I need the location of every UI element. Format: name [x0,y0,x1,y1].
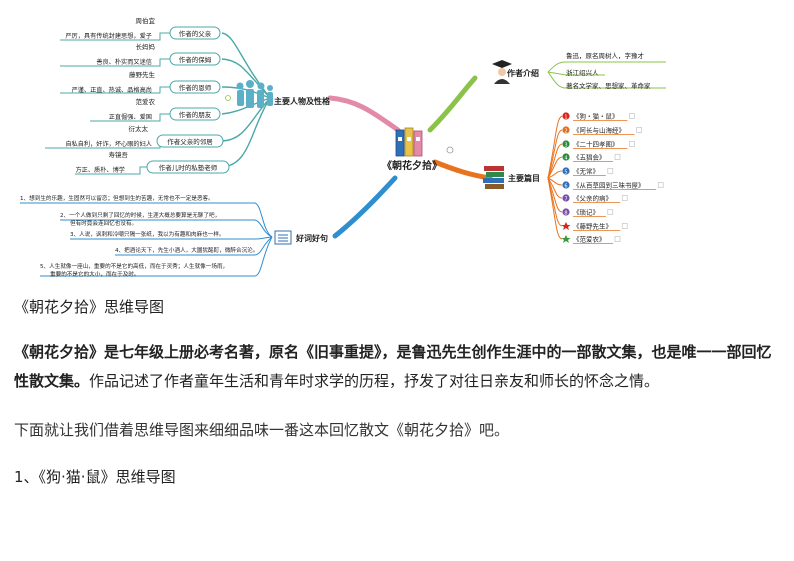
work-title: 《无常》 [573,166,599,175]
character-trait: 自私自利，奸诈，坏心眼的妇人 [65,140,152,148]
list-icon [274,230,292,245]
author-info-item: 著名文学家、思想家、革命家 [566,81,651,90]
number-marker-icon [562,112,570,120]
figure-caption: 《朝花夕拾》思维导图 [14,298,165,316]
character-trait: 严厉，具有传统封建思想，爱子 [65,32,152,40]
work-title: 《二十四孝图》 [573,139,619,148]
character-name: 寿镜吾 [109,150,129,159]
work-title: 《狗・猫・鼠》 [573,111,619,120]
role-box [169,52,221,66]
branch-works: 主要篇目 [508,173,540,183]
marker-number: 7 [564,196,567,202]
character-trait: 严谨、正直、热诚、品格高尚 [72,86,152,94]
work-title: 《父亲的病》 [573,193,612,202]
star-icon [561,235,571,243]
quote-line: 2、一个人做到只剩了回忆的时候，生涯大概总要算是无聊了吧， [60,211,220,219]
graduate-icon [492,60,512,84]
marker-number: 1 [564,114,567,120]
work-title: 《阿长与山海经》 [573,125,625,134]
section-heading: 1、《狗·猫·鼠》思维导图 [14,468,176,486]
number-marker-icon [562,167,570,175]
number-marker-icon [562,181,570,189]
role-box [169,107,221,121]
quote-line: 3、人说，讽刺和冷嘲只隔一张纸，我以为有趣和肉麻也一样。 [70,230,225,238]
books-icon [395,127,423,157]
expand-icon[interactable] [636,127,642,133]
marker-number: 5 [564,169,567,175]
book-stack-icon [483,166,504,189]
quote-line: 4、把酒论天下，先生小酒人，大圜犹酩酊，微醉合沉沦。 [115,246,258,254]
character-trait: 方正、质朴、博学 [76,166,126,174]
mind-map: 《朝花夕拾》 主要人物及性格 作者介绍 主要篇目 好词好句 周伯宜严厉，具有传统… [20,16,666,278]
mindmap-center: 《朝花夕拾》 [382,159,442,172]
character-role: 作者的保姆 [179,55,212,64]
star-icon [561,222,571,230]
work-title: 《藤野先生》 [573,221,612,230]
number-marker-icon [562,208,570,216]
intro-paragraph: 《朝花夕拾》是七年级上册必考名著，原名《旧事重提》，是鲁迅先生创作生涯中的一部散… [14,338,784,396]
branch-quotes: 好词好句 [295,233,328,243]
character-role: 作者的父亲 [179,29,212,38]
people-icon [236,80,273,108]
character-name: 衍太太 [129,124,149,133]
work-title: 《从百草园到三味书屋》 [573,180,645,189]
work-title: 《琐记》 [573,207,599,216]
quote-line-continued: 重要的不是它的大小，而在于及时。 [50,270,140,278]
branch-author: 作者介绍 [507,68,539,78]
intro-normal-text: 作品记述了作者童年生活和青年时求学的历程，抒发了对往日亲友和师长的怀念之情。 [89,372,660,390]
character-trait: 善良、朴实而又迷信 [96,58,152,66]
character-role: 作者父亲的邻居 [167,137,213,146]
expand-icon[interactable] [621,195,628,201]
branch-characters: 主要人物及性格 [274,96,331,106]
expand-icon[interactable] [621,223,628,229]
expand-icon[interactable] [607,168,614,174]
work-title: 《范爱农》 [573,234,606,243]
quote-line: 5、人生就像一座山，重要的不是它的高低，而在于灵秀；人生就像一场雨， [40,262,228,270]
role-box [146,160,230,174]
marker-number: 6 [564,183,567,189]
author-info-item: 鲁迅，原名周树人，字豫才 [566,51,645,60]
number-marker-icon [562,153,570,161]
role-box [169,80,221,94]
lead-paragraph: 下面就让我们借着思维导图来细细品味一番这本回忆散文《朝花夕拾》吧。 [14,421,510,439]
expand-icon[interactable] [657,182,664,188]
character-name: 周伯宜 [136,16,156,25]
expand-icon[interactable] [629,113,635,119]
role-box [169,26,221,40]
quote-line: 1、想到生的乐趣，生固然可以留恋；但想到生的苦趣，无常也不一定是恶客。 [20,194,214,202]
number-marker-icon [562,140,570,148]
character-trait: 正直倔强、爱国 [109,113,152,121]
number-marker-icon [562,194,570,202]
character-role: 作者的朋友 [179,110,212,119]
intro-bold-text: 《朝花夕拾》是七年级上册必考名著，原名《旧事重提》，是鲁迅先生创作生涯中的一部散… [14,343,772,390]
marker-number: 2 [564,128,567,134]
quote-line-continued: 但有时竟会连回忆也没有。 [70,219,137,227]
character-name: 藤野先生 [129,70,156,79]
character-name: 范爱农 [136,97,156,106]
marker-number: 3 [564,142,567,148]
marker-number: 4 [564,155,567,161]
expand-icon[interactable] [614,154,621,160]
expand-icon[interactable] [629,141,635,147]
character-role: 作者的恩师 [179,83,212,92]
expand-icon[interactable] [607,209,614,215]
work-title: 《五猖会》 [573,152,606,161]
marker-number: 8 [564,210,567,216]
expand-icon[interactable] [614,236,621,242]
author-info-item: 浙江绍兴人 [566,68,599,77]
number-marker-icon [562,126,570,134]
character-role: 作者儿时的私塾老师 [159,163,218,172]
role-box [156,134,224,148]
character-name: 长妈妈 [136,42,156,51]
